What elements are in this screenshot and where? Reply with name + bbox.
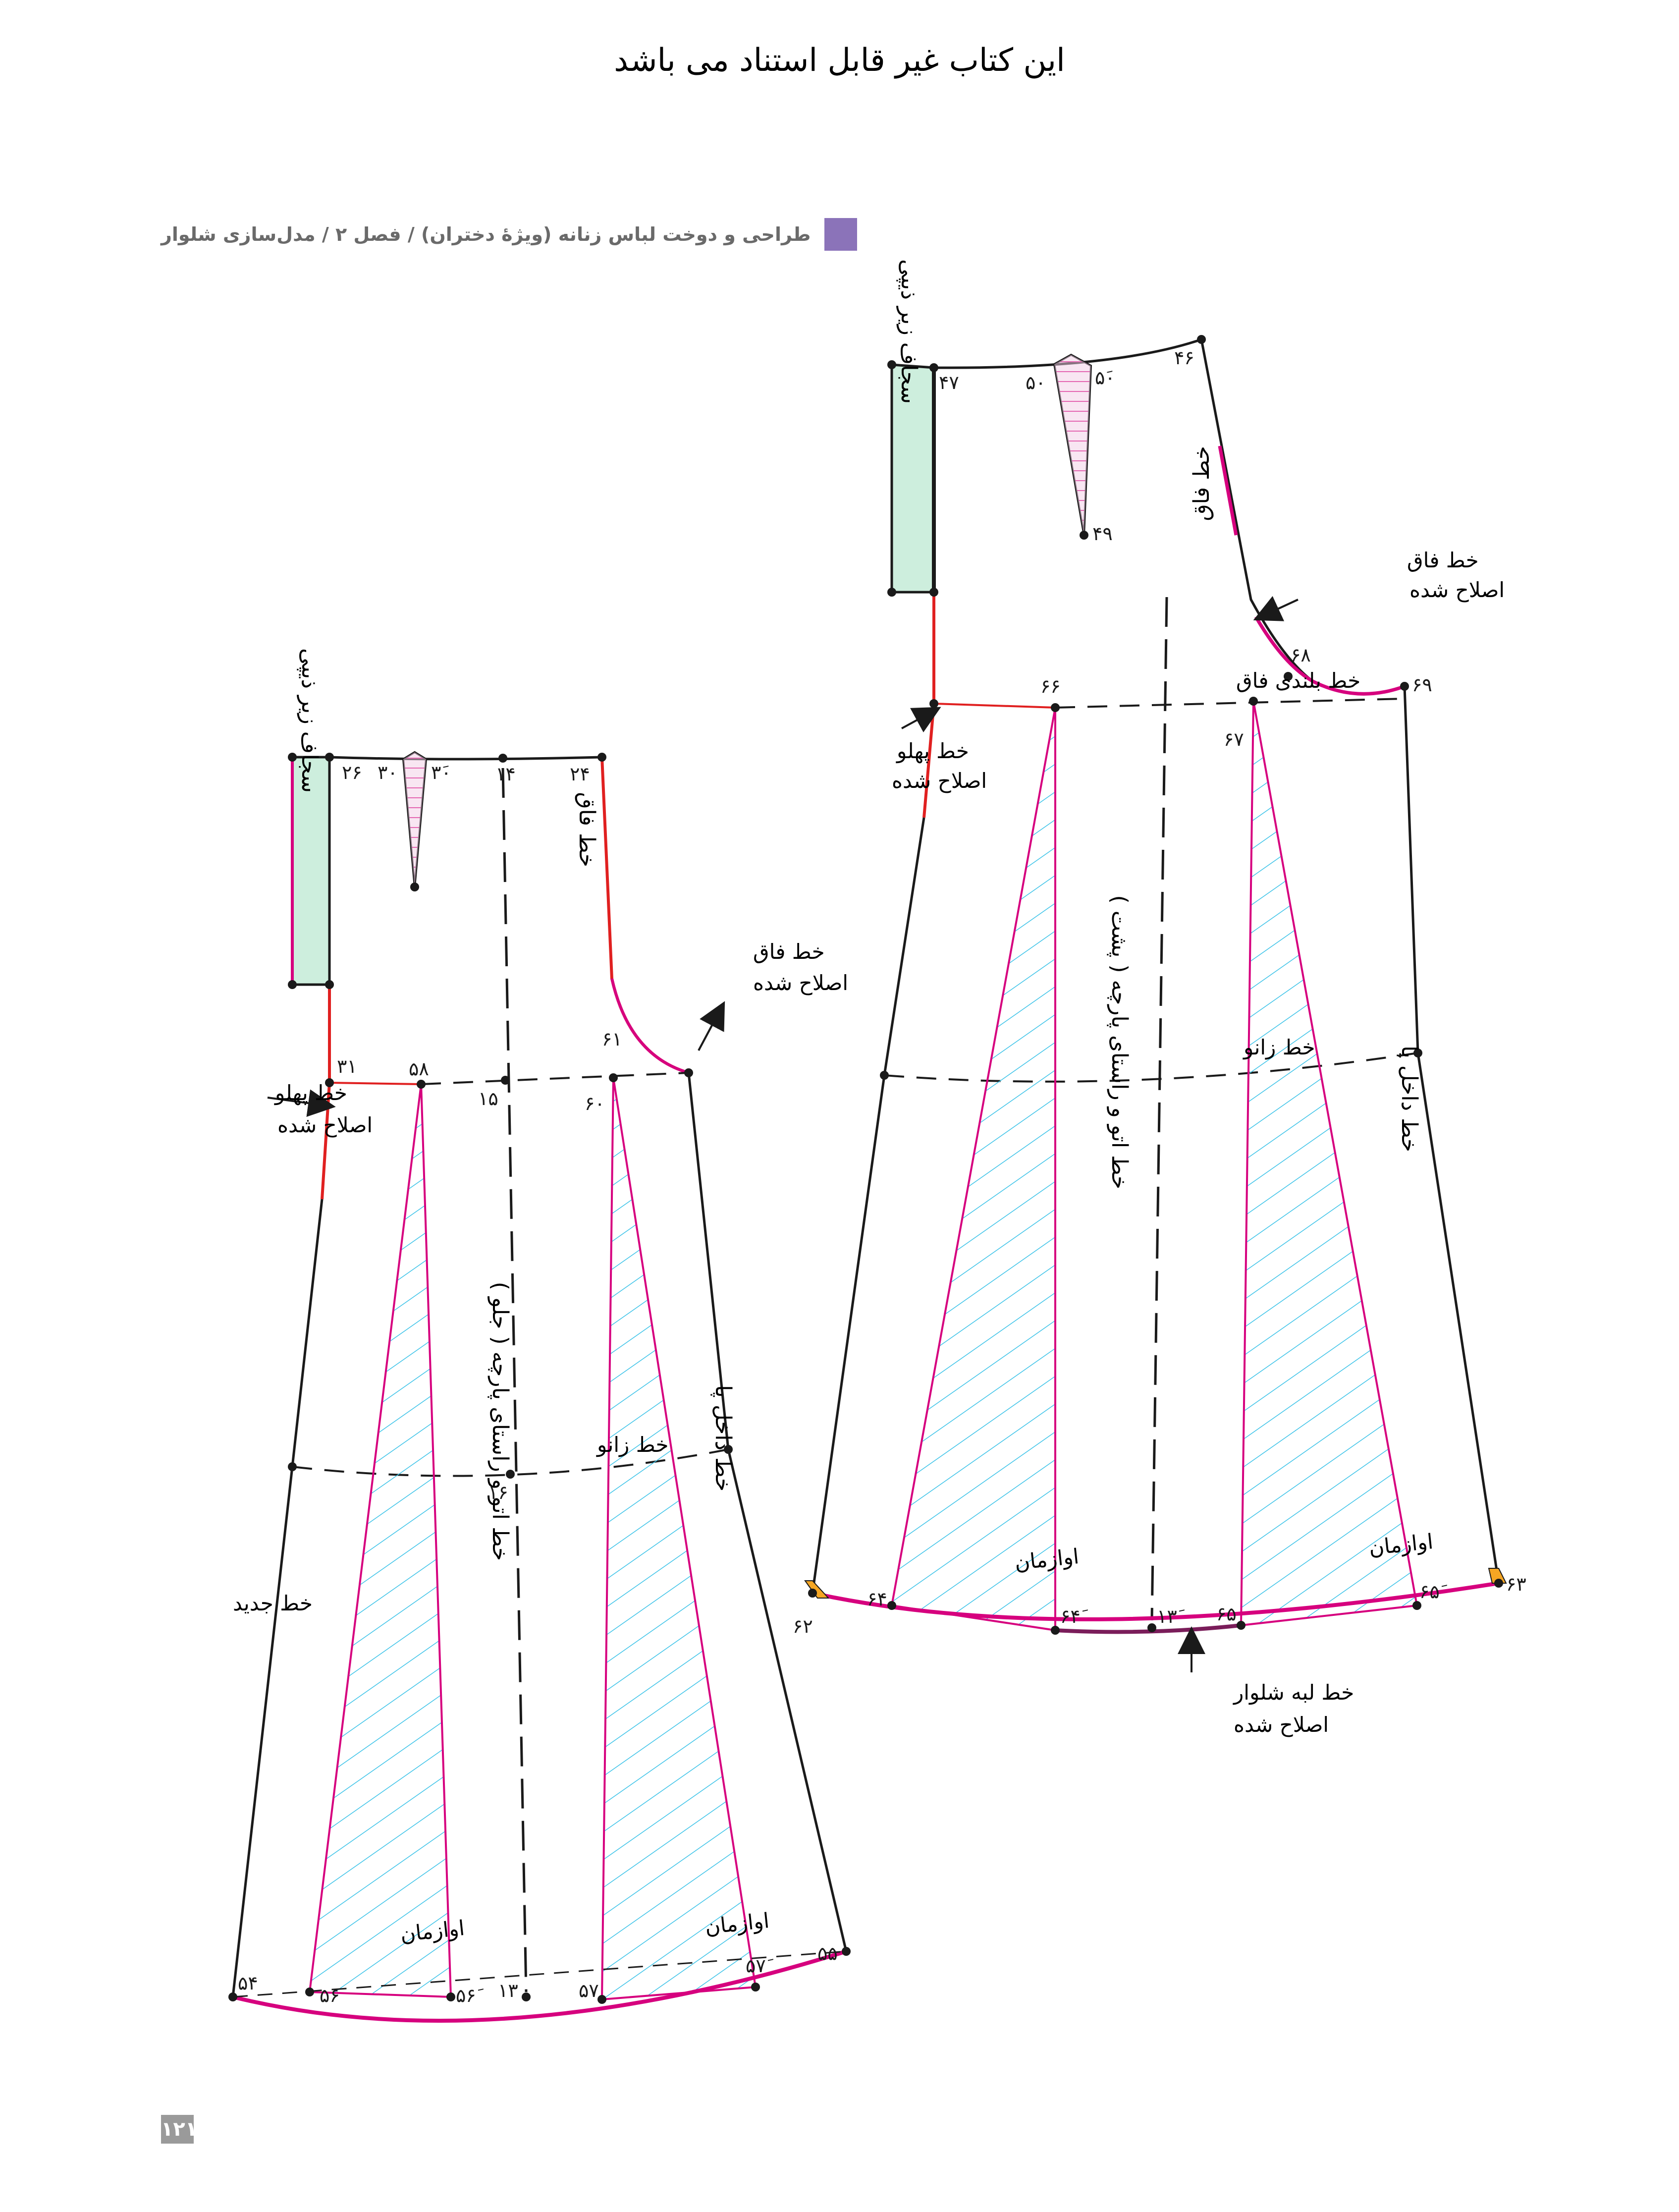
front-hem bbox=[232, 1949, 847, 2023]
front-grain-label: خط اتو و راستای پارچه ( جلو ) bbox=[487, 1282, 513, 1561]
back-inseam-label: خط داخل پا bbox=[1397, 1046, 1422, 1152]
point-47: ۴۷ bbox=[939, 372, 959, 393]
front-side-corrected-1: خط پهلو bbox=[274, 1081, 347, 1106]
chapter-color-marker bbox=[824, 218, 858, 251]
back-flare-left bbox=[890, 707, 1056, 1632]
back-pattern: سجاف زیر ذیپی خط فاق خط فاق اصلاح شده خط… bbox=[793, 259, 1526, 1737]
front-crotch-label: خط فاق bbox=[574, 792, 599, 867]
back-grain-line bbox=[1150, 597, 1168, 1621]
back-knee-line bbox=[884, 1052, 1418, 1083]
point-64b: ۶۴َ bbox=[1060, 1605, 1088, 1627]
point-49: ۴۹ bbox=[1092, 523, 1113, 545]
point-61: ۶۱ bbox=[602, 1028, 622, 1050]
point-24: ۲۴ bbox=[570, 763, 590, 785]
page-header: طراحی و دوخت لباس زنانه (ویژهٔ دختران) /… bbox=[161, 218, 858, 251]
back-side-corrected-1: خط پهلو bbox=[896, 739, 969, 764]
point-58: ۵۸ bbox=[409, 1058, 429, 1080]
point-26: ۲۶ bbox=[342, 762, 362, 783]
point-65: ۶۵ bbox=[1216, 1603, 1237, 1625]
point-60: ۶۰ bbox=[585, 1093, 605, 1114]
point-67: ۶۷ bbox=[1224, 728, 1244, 750]
back-hem-corrected-1: خط لبه شلوار bbox=[1233, 1680, 1354, 1705]
back-side-seam bbox=[811, 817, 925, 1594]
front-flare-left bbox=[308, 1084, 452, 1998]
point-57: ۵۷ bbox=[579, 1980, 599, 2001]
point-31: ۳۱ bbox=[337, 1055, 357, 1077]
front-facing-label: سجاف زیر ذیپی bbox=[297, 648, 322, 793]
point-46: ۴۶ bbox=[1174, 347, 1194, 369]
front-inseam-label: خط داخل پا bbox=[710, 1385, 736, 1492]
point-56b: ۵۶َ bbox=[456, 1985, 484, 2006]
back-grain-label: خط اتو و راستای پارچه ( پشت ) bbox=[1107, 895, 1132, 1189]
watermark-title: این کتاب غیر قابل استناد می باشد bbox=[614, 42, 1065, 79]
point-62: ۶۲ bbox=[793, 1615, 813, 1637]
point-64: ۶۴ bbox=[867, 1588, 887, 1610]
back-waist-line bbox=[933, 338, 1202, 369]
front-waist-line bbox=[329, 756, 602, 761]
point-15: ۱۵ bbox=[478, 1088, 498, 1109]
point-13: ۱۳ bbox=[498, 1980, 518, 2001]
point-66: ۶۶ bbox=[1040, 675, 1061, 697]
point-30: ۳۰ bbox=[378, 762, 398, 783]
point-50b: ۵َ۰ bbox=[1095, 367, 1115, 388]
breadcrumb: طراحی و دوخت لباس زنانه (ویژهٔ دختران) /… bbox=[161, 223, 811, 245]
front-flare-right bbox=[600, 1077, 757, 2001]
back-knee-label: خط زانو bbox=[1243, 1035, 1315, 1059]
point-30b: ۳َ۰ bbox=[431, 762, 451, 783]
point-63: ۶۳ bbox=[1506, 1573, 1526, 1595]
back-crotch-corrected-1: خط فاق bbox=[1407, 548, 1479, 572]
back-crotch-corrected-2: اصلاح شده bbox=[1409, 578, 1505, 602]
back-crotch-depth-label: خط بلندی فاق bbox=[1236, 668, 1360, 693]
front-crotch-corrected-1: خط فاق bbox=[753, 940, 825, 964]
point-54: ۵۴ bbox=[238, 1972, 258, 1994]
front-new-line-label: خط جدید bbox=[233, 1591, 313, 1615]
point-14: ۱۴ bbox=[495, 763, 516, 785]
point-16: ۱۶ bbox=[488, 1482, 508, 1503]
front-pattern: سجاف زیر ذیپی خط فاق خط فاق اصلاح شده خط… bbox=[228, 648, 851, 2023]
point-68: ۶۸ bbox=[1291, 644, 1311, 666]
front-knee-label: خط زانو bbox=[596, 1433, 669, 1457]
front-crotch-corrected-2: اصلاح شده bbox=[753, 971, 848, 995]
front-crotch-curve bbox=[600, 757, 689, 1074]
point-50: ۵۰ bbox=[1026, 372, 1046, 393]
point-55: ۵۵ bbox=[817, 1942, 838, 1964]
front-grain-line bbox=[501, 768, 528, 1992]
back-side-corrected-2: اصلاح شده bbox=[892, 769, 987, 793]
front-side-corrected-2: اصلاح شده bbox=[277, 1113, 373, 1137]
point-56: ۵۶ bbox=[320, 1985, 340, 2006]
back-crotch-label: خط فاق bbox=[1189, 446, 1214, 521]
back-hem-corrected-2: اصلاح شده bbox=[1234, 1713, 1329, 1737]
point-69: ۶۹ bbox=[1412, 674, 1432, 696]
page-number: ۱۲۱ bbox=[161, 2115, 197, 2144]
back-flare-right bbox=[1240, 701, 1418, 1627]
back-facing-label: سجاف زیر ذیپی bbox=[896, 259, 921, 404]
